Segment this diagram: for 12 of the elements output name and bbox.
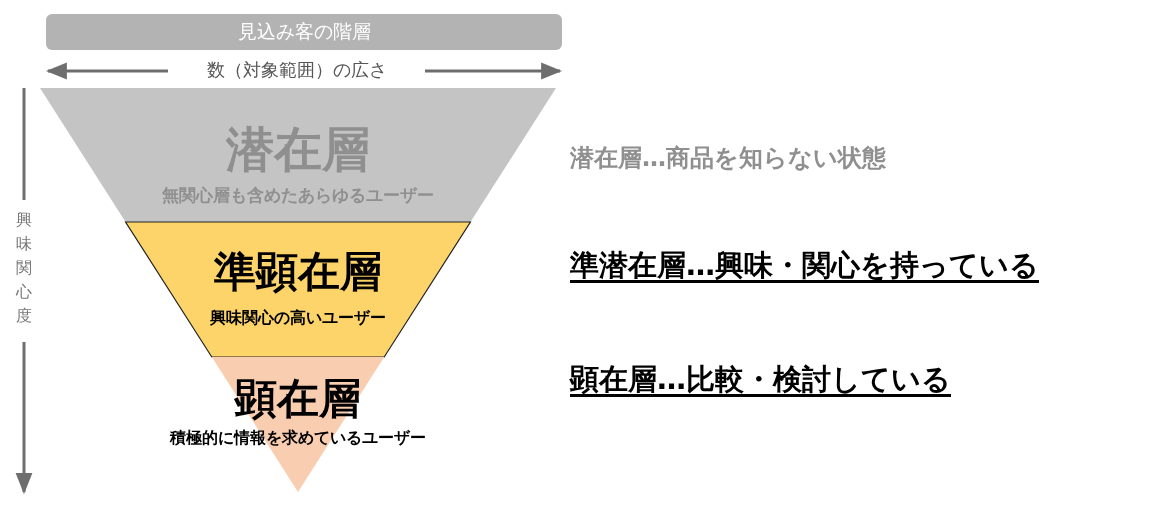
layer-title: 顕在層 xyxy=(235,373,361,425)
axis-label: 興味関心度 xyxy=(15,209,33,327)
header-bar xyxy=(46,14,562,50)
axis-label: 数（対象範囲）の広さ xyxy=(205,58,388,82)
header-text: 見込み客の階層 xyxy=(237,19,371,44)
funnel-layer xyxy=(40,88,556,222)
layer-note: 顕在層…比較・検討している xyxy=(570,361,951,398)
layer-note: 潜在層…商品を知らない状態 xyxy=(570,143,886,174)
layer-description: 積極的に情報を求めているユーザー xyxy=(170,428,426,449)
layer-title: 準顕在層 xyxy=(214,246,382,298)
layer-note: 準潜在層…興味・関心を持っている xyxy=(570,247,1039,284)
layer-description: 興味関心の高いユーザー xyxy=(210,308,386,329)
